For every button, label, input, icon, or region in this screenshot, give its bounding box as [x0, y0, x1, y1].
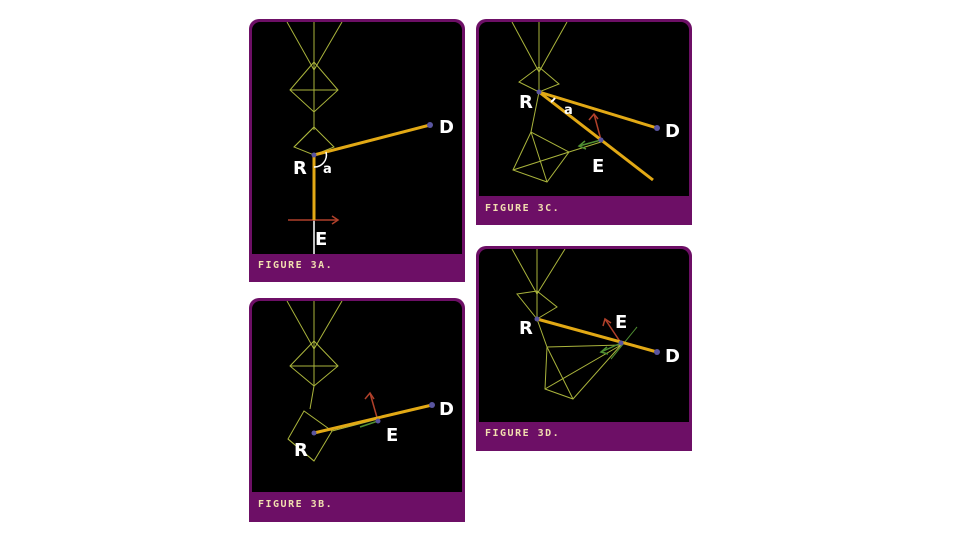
effector-arrow-head-red: [364, 391, 375, 400]
label-r: R: [293, 158, 307, 179]
bone-chain: [511, 249, 623, 400]
target-point: [654, 125, 660, 131]
root-joint: [536, 89, 542, 95]
effector-axis-green: [359, 420, 379, 428]
effector-axis-green: [578, 139, 602, 147]
figure-3b-panel: R E D FIGURE 3B.: [249, 298, 465, 522]
label-e: E: [386, 425, 398, 446]
effector-arrow-head-red: [588, 112, 599, 121]
effector-axis-green: [600, 342, 622, 353]
label-d: D: [439, 117, 454, 138]
figure-3d-panel: R E D FIGURE 3D.: [476, 246, 692, 451]
figure-3d-viewport: R E D: [479, 249, 689, 422]
label-angle: a: [323, 162, 332, 177]
angle-arc: [550, 97, 556, 103]
figure-3b-caption: FIGURE 3B.: [258, 499, 334, 510]
target-point: [429, 402, 435, 408]
label-e: E: [615, 312, 627, 333]
figure-3a-panel: R a E D FIGURE 3A.: [249, 19, 465, 282]
figure-3a-diagram: R a E D: [286, 22, 454, 254]
label-e: E: [592, 156, 604, 177]
target-line: [536, 317, 658, 354]
figure-3c-viewport: R a E D: [479, 22, 689, 196]
target-point: [427, 122, 433, 128]
effector-axis-red: [369, 392, 379, 422]
effector-arrow-head: [331, 215, 340, 225]
label-angle: a: [564, 103, 573, 118]
figure-3b-viewport: R E D: [252, 301, 462, 492]
effector-arrow-head-green: [599, 346, 609, 355]
root-joint: [534, 316, 540, 322]
figure-3b-diagram: R E D: [286, 301, 454, 462]
label-r: R: [294, 440, 308, 461]
bone-chain: [286, 301, 379, 462]
label-d: D: [665, 346, 680, 367]
bone-chain: [511, 22, 602, 183]
figure-3a-caption: FIGURE 3A.: [258, 260, 334, 271]
label-r: R: [519, 92, 533, 113]
effector-arrow-head-green: [577, 140, 587, 150]
figure-3c-caption: FIGURE 3C.: [485, 203, 561, 214]
bone-chain: [286, 22, 343, 172]
target-point: [654, 349, 660, 355]
label-r: R: [519, 318, 533, 339]
figure-3c-diagram: R a E D: [511, 22, 680, 183]
figure-3d-caption: FIGURE 3D.: [485, 428, 561, 439]
figure-3d-diagram: R E D: [511, 249, 680, 400]
root-joint: [311, 152, 317, 158]
bone-end-segment: [538, 90, 654, 182]
effector-joint: [618, 340, 624, 346]
effector-arrow-head-red: [602, 317, 612, 327]
target-line: [313, 403, 433, 435]
effector-axis-red: [593, 113, 602, 141]
target-line: [313, 123, 431, 157]
figure-3c-panel: R a E D FIGURE 3C.: [476, 19, 692, 225]
effector-joint: [598, 137, 604, 143]
effector-joint: [375, 418, 381, 424]
effector-axis-red: [604, 318, 622, 344]
figure-3a-viewport: R a E D: [252, 22, 462, 254]
label-d: D: [439, 399, 454, 420]
root-joint: [311, 430, 317, 436]
angle-arc: [313, 151, 328, 168]
target-line: [538, 90, 658, 130]
label-e: E: [315, 229, 327, 250]
label-d: D: [665, 121, 680, 142]
